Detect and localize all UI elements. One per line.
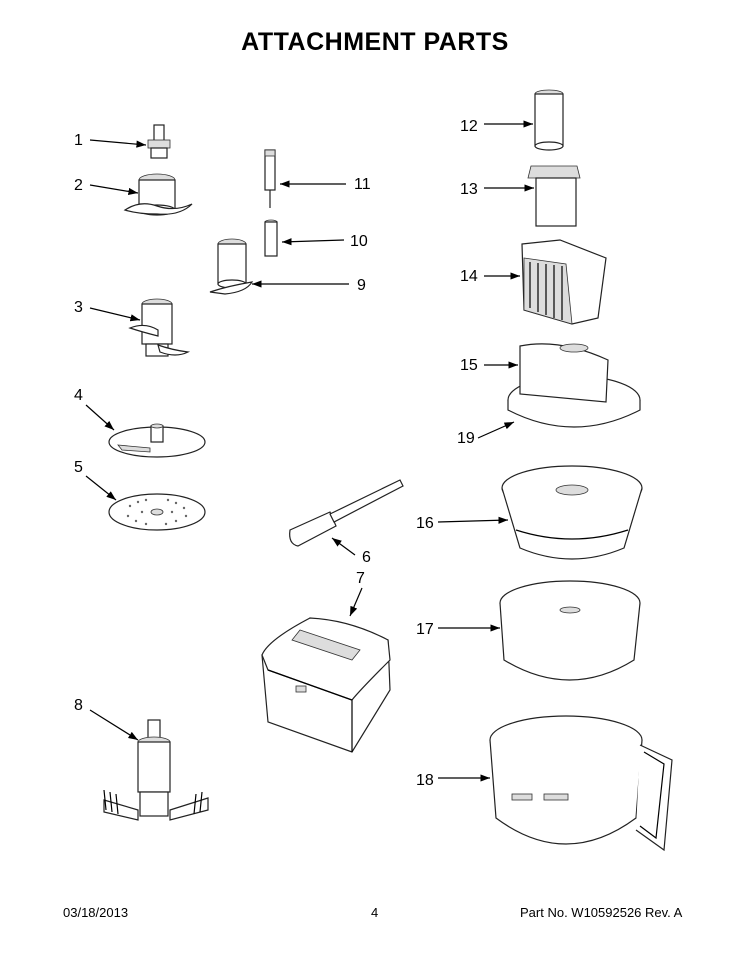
callout-5: 5 <box>74 459 83 476</box>
callout-13: 13 <box>460 181 478 198</box>
part-15-cover-feed-tube <box>507 343 641 428</box>
page-title: ATTACHMENT PARTS <box>241 28 509 56</box>
callout-11: 11 <box>354 176 371 193</box>
part-5-shredding-disc <box>108 493 206 531</box>
part-18-work-bowl <box>489 715 673 852</box>
callout-17: 17 <box>416 621 434 638</box>
footer-page-number: 4 <box>371 905 379 920</box>
part-2-mini-blade <box>123 173 193 216</box>
callout-10: 10 <box>350 233 368 250</box>
callout-1: 1 <box>74 132 83 149</box>
part-6-spatula <box>289 479 404 547</box>
footer-date: 03/18/2013 <box>63 905 129 920</box>
part-11-stem-shaft <box>264 149 276 208</box>
part-16-mini-bowl <box>501 465 643 560</box>
footer-part-number: Part No. W10592526 Rev. A <box>520 905 683 920</box>
callout-15: 15 <box>460 357 478 374</box>
callout-19: 19 <box>457 430 475 447</box>
part-3-multipurpose-blade <box>128 298 191 357</box>
part-7-storage-case <box>261 617 391 753</box>
callout-8: 8 <box>74 697 83 714</box>
callout-12: 12 <box>460 118 478 135</box>
callout-3: 3 <box>74 299 83 316</box>
part-4-slicing-disc <box>108 423 206 458</box>
callout-16: 16 <box>416 515 434 532</box>
part-17-medium-bowl <box>499 580 641 681</box>
callout-2: 2 <box>74 177 83 194</box>
callout-9: 9 <box>357 277 366 294</box>
part-9-dough-blade <box>209 238 254 295</box>
callout-18: 18 <box>416 772 434 789</box>
part-13-medium-pusher <box>527 165 581 227</box>
part-12-small-pusher <box>534 89 564 151</box>
part-10-stem-base <box>264 219 278 257</box>
callout-7: 7 <box>356 570 365 587</box>
callout-14: 14 <box>460 268 478 285</box>
callout-4: 4 <box>74 387 83 404</box>
callout-6: 6 <box>362 549 371 566</box>
part-14-large-pusher <box>521 239 607 325</box>
part-1-drive-adapter <box>147 124 171 159</box>
part-8-whisk-assembly <box>103 719 209 821</box>
